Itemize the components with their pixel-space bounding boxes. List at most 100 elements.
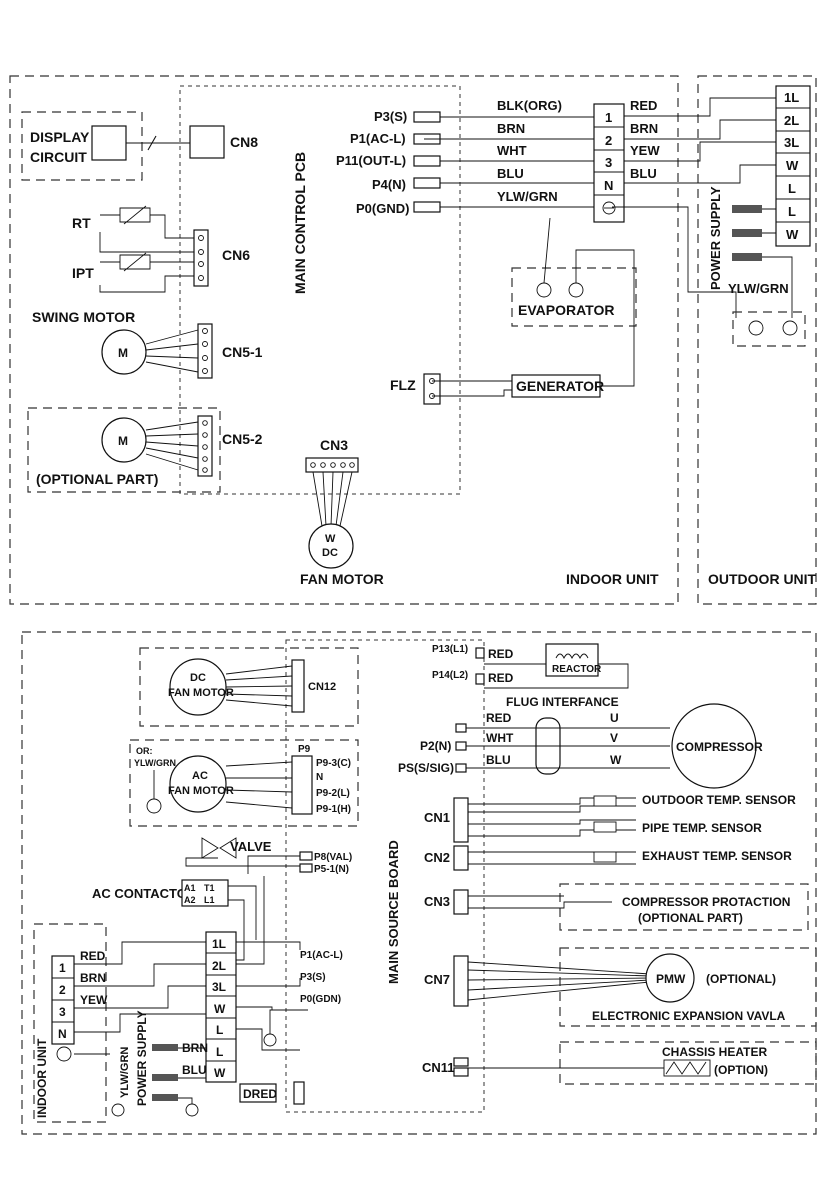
port-p11-label: P11(OUT-L) <box>336 153 406 168</box>
flz-label: FLZ <box>390 377 416 393</box>
compressor-protaction-label: COMPRESSOR PROTACTION <box>622 895 790 909</box>
terminal-2: 2 <box>605 133 612 148</box>
ac-fan-motor-wires <box>225 761 293 809</box>
port-p3-terminal <box>413 111 441 123</box>
p5-label: P5-1(N) <box>314 864 349 875</box>
ac-fan-motor-circle <box>169 755 227 813</box>
indoor-lower-2: 2 <box>59 983 66 997</box>
indoor-lower-wires <box>74 941 206 1055</box>
chassis-heater-label: CHASSIS HEATER <box>662 1045 767 1059</box>
display-circuit-chip <box>91 125 127 161</box>
indoor-wire-red: RED <box>80 949 106 963</box>
board-ground-wire <box>269 1009 308 1034</box>
wire-label-blk: BLK(ORG) <box>497 98 562 113</box>
optional-motor-m: M <box>118 434 128 448</box>
port-p4-terminal <box>413 177 441 189</box>
cn1-connector <box>453 797 469 843</box>
cn6-pin <box>198 249 204 255</box>
blu-lower-label: BLU <box>182 1063 207 1077</box>
indoor-lower-1: 1 <box>59 961 66 975</box>
ipt-wire-2 <box>99 275 196 293</box>
reactor-label: REACTOR <box>552 664 602 675</box>
cn3-lower-label: CN3 <box>424 894 450 909</box>
dred-box <box>239 1083 277 1103</box>
cn7-label: CN7 <box>424 972 450 987</box>
eev-frame <box>559 947 817 1027</box>
fan-motor-wires <box>312 471 353 527</box>
contactor-t1: T1 <box>204 883 215 893</box>
cn1-wires <box>468 797 636 837</box>
power-terminal-block <box>205 931 237 1083</box>
ipt-wire-1 <box>100 254 196 270</box>
p9-1-label: P9-1(H) <box>316 804 351 815</box>
power-terminal-w: W <box>214 1002 226 1016</box>
outdoor-ground-icon <box>748 320 764 336</box>
power-terminal-wires <box>236 876 301 1051</box>
power-wire-hatch <box>732 253 762 261</box>
indoor-wire-yew: YEW <box>80 993 108 1007</box>
p8-label: P8(VAL) <box>314 852 352 863</box>
indoor-unit-label: INDOOR UNIT <box>566 571 659 587</box>
compressor-wires <box>466 727 670 769</box>
evaporator-frame <box>511 267 637 327</box>
right-wire-brn: BRN <box>630 121 658 136</box>
rt-wire-2 <box>99 232 196 253</box>
port-p1-label: P1(AC-L) <box>350 131 406 146</box>
rt-label: RT <box>72 215 91 231</box>
cn8-label: CN8 <box>230 134 258 150</box>
exhaust-temp-sensor-icon <box>593 851 617 863</box>
wire-label-brn: BRN <box>497 121 525 136</box>
cn1-label: CN1 <box>424 810 450 825</box>
ac-fan-motor-label: FAN MOTOR <box>168 785 234 797</box>
valve-wires <box>185 855 300 874</box>
optional-motor-wires <box>145 421 199 471</box>
p14-label: P14(L2) <box>432 670 468 681</box>
indoor-lower-n: N <box>58 1027 67 1041</box>
cn8-box <box>189 125 225 159</box>
reactor-coil-icon <box>555 653 589 660</box>
comp-terminal <box>455 763 467 773</box>
cross-wire-blu <box>624 164 776 184</box>
ylw-grn-small: YLW/GRN <box>134 758 176 768</box>
wire-label-wht: WHT <box>497 143 527 158</box>
compressor-circle <box>671 703 757 789</box>
display-link-break <box>147 135 157 151</box>
display-circuit-label-2: CIRCUIT <box>30 149 87 165</box>
cn5-1-label: CN5-1 <box>222 344 263 360</box>
or-label: OR: <box>136 746 153 756</box>
indoor-lower-3: 3 <box>59 1005 66 1019</box>
port-p11-terminal <box>413 155 441 167</box>
indoor-unit-frame <box>9 75 679 605</box>
outdoor-terminal-block <box>775 85 811 247</box>
dc-fan-motor-dc: DC <box>190 672 206 684</box>
cn5-2-pin <box>202 420 208 426</box>
chassis-heater-option: (OPTION) <box>714 1063 768 1077</box>
main-control-pcb-label: MAIN CONTROL PCB <box>292 152 308 294</box>
optional-part-frame <box>27 407 221 493</box>
indoor-unit-lower-label: INDOOR UNIT <box>35 1038 49 1118</box>
dred-label: DRED <box>243 1087 277 1101</box>
rt-wire-1 <box>100 207 196 239</box>
outdoor-unit-frame <box>697 75 817 605</box>
flz-connector <box>423 373 441 405</box>
p9-label: P9 <box>298 744 311 755</box>
pmw-label: PMW <box>656 972 686 986</box>
cn3-pin <box>349 462 355 468</box>
display-circuit-frame <box>21 111 143 181</box>
power-hatch-lower <box>152 1074 178 1081</box>
outdoor-temp-sensor-label: OUTDOOR TEMP. SENSOR <box>642 793 796 807</box>
outdoor-terminal-1l: 1L <box>784 90 799 105</box>
generator-box <box>511 374 601 398</box>
dc-fan-motor-frame <box>139 647 359 727</box>
ylw-grn-vertical: YLW/GRN <box>119 1047 131 1098</box>
cn3-pin <box>320 462 326 468</box>
power-terminal-2l: 2L <box>212 959 226 973</box>
outdoor-temp-sensor-icon <box>593 795 617 807</box>
dc-fan-motor-label: FAN MOTOR <box>168 687 234 699</box>
display-circuit-label-1: DISPLAY <box>30 129 90 145</box>
outdoor-unit-label: OUTDOOR UNIT <box>708 571 817 587</box>
ac-contactor-label: AC CONTACTOR <box>92 886 197 901</box>
ps-label: PS(S/SIG) <box>398 761 454 775</box>
